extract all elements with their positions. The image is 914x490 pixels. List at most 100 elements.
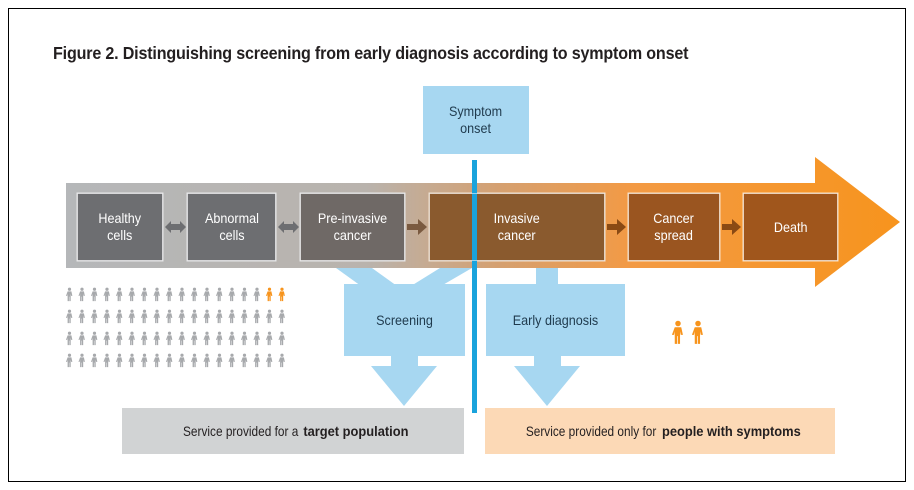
figure-title: Figure 2. Distinguishing screening from …: [53, 43, 689, 63]
person-icon: [153, 309, 160, 324]
double-arrow-icon: [165, 221, 186, 233]
person-icon: [266, 309, 273, 324]
person-icon: [253, 287, 260, 302]
service-left-text: Service provided for a: [182, 423, 299, 439]
person-icon: [91, 331, 98, 346]
stage-death: Death: [743, 193, 838, 261]
person-icon: [253, 309, 260, 324]
stage-abnormal-cells: Abnormal cells: [187, 193, 276, 261]
service-right-bold: people with symptoms: [661, 423, 801, 439]
early-diagnosis-label: Early diagnosis: [512, 311, 599, 328]
person-icon: [203, 309, 210, 324]
stage-box-preinvasive: [299, 192, 406, 262]
person-icon: [203, 331, 210, 346]
person-icon: [191, 309, 198, 324]
service-people-with-symptoms: Service provided only for people with sy…: [485, 408, 835, 454]
person-icon: [692, 320, 703, 344]
person-icon: [91, 353, 98, 368]
person-icon: [278, 309, 285, 324]
screening-down-arrow: [371, 356, 437, 406]
stage-healthy-cells: Healthy cells: [77, 193, 163, 261]
right-arrow-icon: [407, 219, 427, 235]
person-icon: [128, 309, 135, 324]
person-icon: [166, 287, 173, 302]
person-icon: [153, 331, 160, 346]
stage-box-spread: [627, 192, 721, 262]
person-icon: [253, 331, 260, 346]
screening-connector-left: [336, 268, 397, 286]
person-icon: [78, 287, 85, 302]
population-grid: [66, 287, 285, 368]
person-icon: [166, 353, 173, 368]
person-icon: [78, 353, 85, 368]
person-icon: [278, 287, 285, 302]
person-icon: [266, 331, 273, 346]
person-icon: [103, 287, 110, 302]
person-icon: [216, 331, 223, 346]
screening-box: [344, 284, 465, 356]
person-icon: [78, 309, 85, 324]
person-icon: [66, 353, 73, 368]
person-icon: [66, 309, 73, 324]
early-diagnosis-box: [486, 284, 625, 356]
person-icon: [141, 287, 148, 302]
person-icon: [166, 331, 173, 346]
service-right-text: Service provided only for: [525, 423, 656, 439]
person-icon: [191, 331, 198, 346]
symptom-onset-line: [472, 160, 477, 413]
symptomatic-people: [672, 320, 703, 344]
person-icon: [241, 309, 248, 324]
person-icon: [216, 353, 223, 368]
person-icon: [78, 331, 85, 346]
person-icon: [241, 331, 248, 346]
stage-box-death: [742, 192, 839, 262]
person-icon: [191, 287, 198, 302]
symptom-onset-label: Symptom onset: [449, 103, 503, 136]
service-left-bold: target population: [303, 423, 409, 439]
early-diagnosis-connector: [536, 268, 558, 286]
person-icon: [278, 331, 285, 346]
person-icon: [166, 309, 173, 324]
person-icon: [103, 353, 110, 368]
person-icon: [116, 287, 123, 302]
person-icon: [178, 309, 185, 324]
person-icon: [103, 309, 110, 324]
person-icon: [216, 287, 223, 302]
person-icon: [228, 287, 235, 302]
person-icon: [128, 287, 135, 302]
person-icon: [91, 309, 98, 324]
person-icon: [178, 287, 185, 302]
person-icon: [672, 320, 683, 344]
stage-invasive-cancer: Invasive cancer: [429, 193, 605, 261]
person-icon: [116, 309, 123, 324]
person-icon: [266, 353, 273, 368]
screening-connector-right: [411, 268, 472, 286]
stage-box-invasive: [428, 192, 606, 262]
person-icon: [128, 331, 135, 346]
symptom-onset-box: [423, 86, 529, 154]
person-icon: [141, 331, 148, 346]
person-icon: [228, 353, 235, 368]
person-icon: [66, 287, 73, 302]
person-icon: [266, 287, 273, 302]
screening-label: Screening: [376, 311, 433, 328]
person-icon: [103, 331, 110, 346]
person-icon: [253, 353, 260, 368]
person-icon: [116, 331, 123, 346]
early-diagnosis-down-arrow: [514, 356, 580, 406]
person-icon: [91, 287, 98, 302]
person-icon: [178, 353, 185, 368]
person-icon: [203, 287, 210, 302]
person-icon: [228, 309, 235, 324]
service-band-target-population: [122, 408, 464, 454]
right-arrow-icon: [607, 219, 626, 235]
service-target-population: Service provided for a target population: [122, 408, 464, 454]
person-icon: [153, 287, 160, 302]
stage-cancer-spread: Cancer spread: [628, 193, 720, 261]
person-icon: [178, 331, 185, 346]
person-icon: [153, 353, 160, 368]
person-icon: [203, 353, 210, 368]
person-icon: [216, 309, 223, 324]
person-icon: [278, 353, 285, 368]
